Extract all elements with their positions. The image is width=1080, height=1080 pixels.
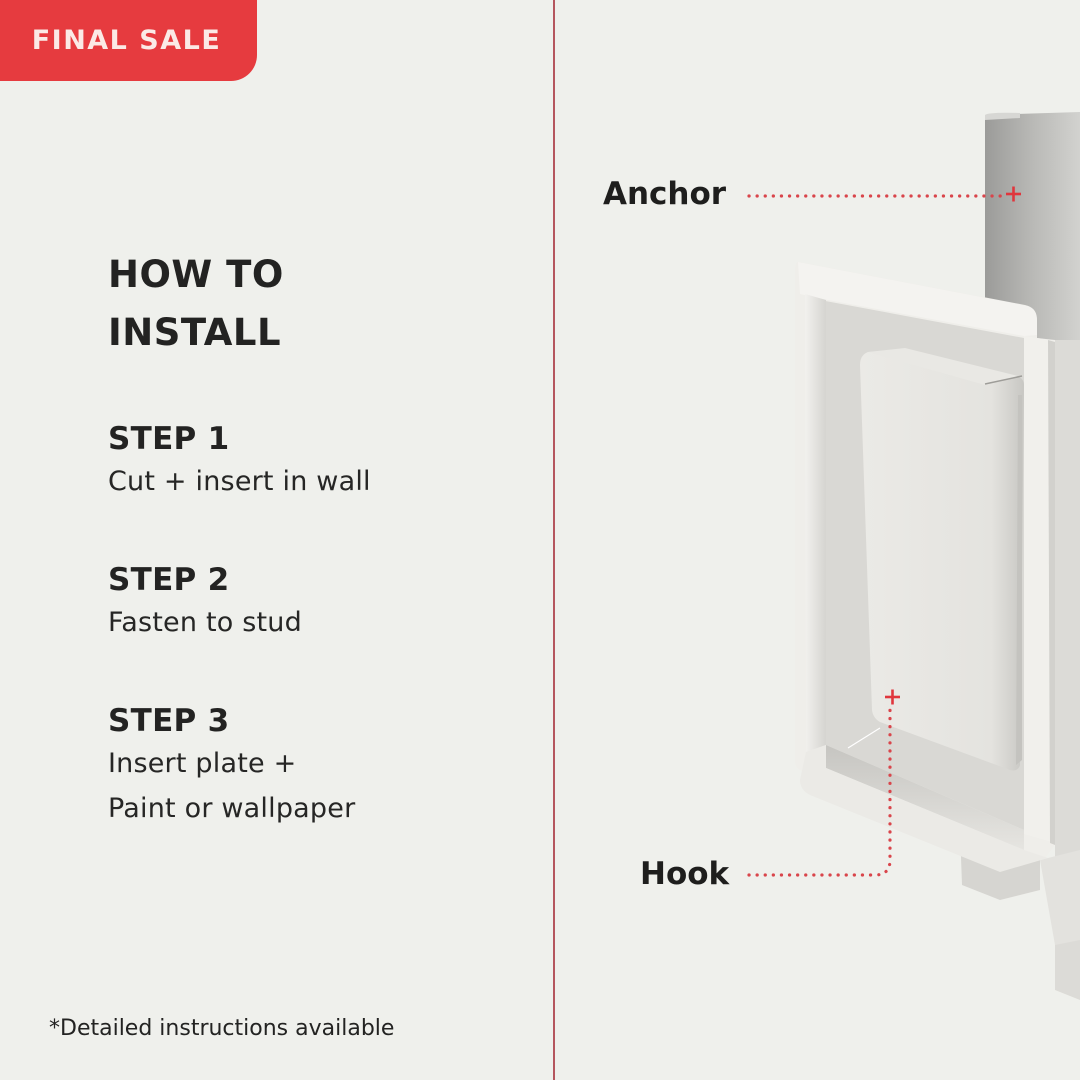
page-title: HOW TO INSTALL (108, 246, 284, 362)
title-line-2: INSTALL (108, 311, 282, 354)
step-1: STEP 1 Cut + insert in wall (108, 419, 371, 505)
step-1-heading: STEP 1 (108, 421, 230, 457)
vertical-divider (553, 0, 555, 1080)
step-3: STEP 3 Insert plate + Paint or wallpaper (108, 701, 355, 832)
step-3-heading: STEP 3 (108, 703, 230, 739)
footnote: *Detailed instructions available (49, 1016, 395, 1041)
step-2: STEP 2 Fasten to stud (108, 560, 302, 646)
step-3-text-line-2: Paint or wallpaper (108, 793, 356, 824)
step-2-text: Fasten to stud (108, 607, 302, 638)
product-illustration (795, 112, 1080, 1000)
hook-callout-label: Hook (640, 856, 730, 892)
badge-label: FINAL SALE (31, 25, 222, 56)
step-1-text: Cut + insert in wall (108, 466, 371, 497)
final-sale-badge: FINAL SALE (0, 0, 257, 81)
step-3-text-line-1: Insert plate + (108, 748, 297, 779)
anchor-callout-label: Anchor (603, 176, 727, 212)
title-line-1: HOW TO (108, 253, 284, 296)
step-2-heading: STEP 2 (108, 562, 230, 598)
